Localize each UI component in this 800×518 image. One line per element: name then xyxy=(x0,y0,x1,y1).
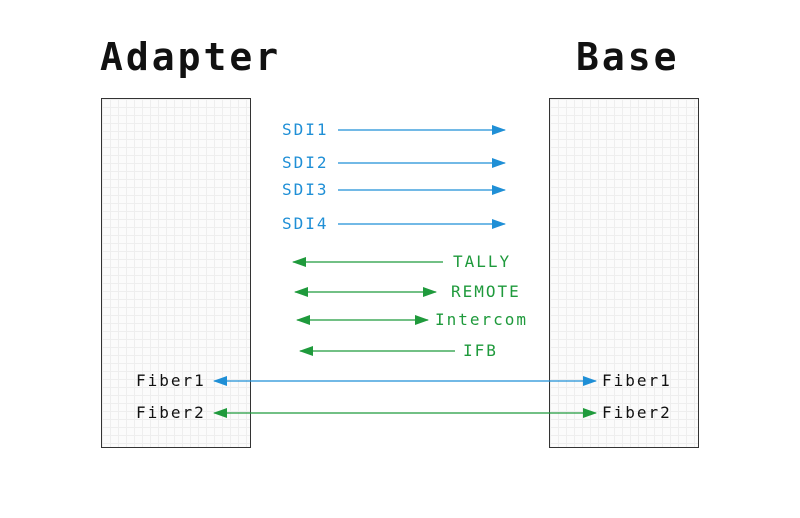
tally-label: TALLY xyxy=(453,252,512,271)
base-fiber2-label: Fiber2 xyxy=(602,403,672,422)
adapter-fiber2-label: Fiber2 xyxy=(136,403,206,422)
adapter-box xyxy=(101,98,251,448)
adapter-fiber1-label: Fiber1 xyxy=(136,371,206,390)
ifb-label: IFB xyxy=(463,341,498,360)
adapter-title: Adapter xyxy=(100,35,282,79)
remote-label: REMOTE xyxy=(451,282,521,301)
sdi2-label: SDI2 xyxy=(282,153,329,172)
sdi3-label: SDI3 xyxy=(282,180,329,199)
base-fiber1-label: Fiber1 xyxy=(602,371,672,390)
sdi1-label: SDI1 xyxy=(282,120,329,139)
base-title: Base xyxy=(576,35,680,79)
intercom-label: Intercom xyxy=(435,310,529,329)
sdi4-label: SDI4 xyxy=(282,214,329,233)
base-box xyxy=(549,98,699,448)
